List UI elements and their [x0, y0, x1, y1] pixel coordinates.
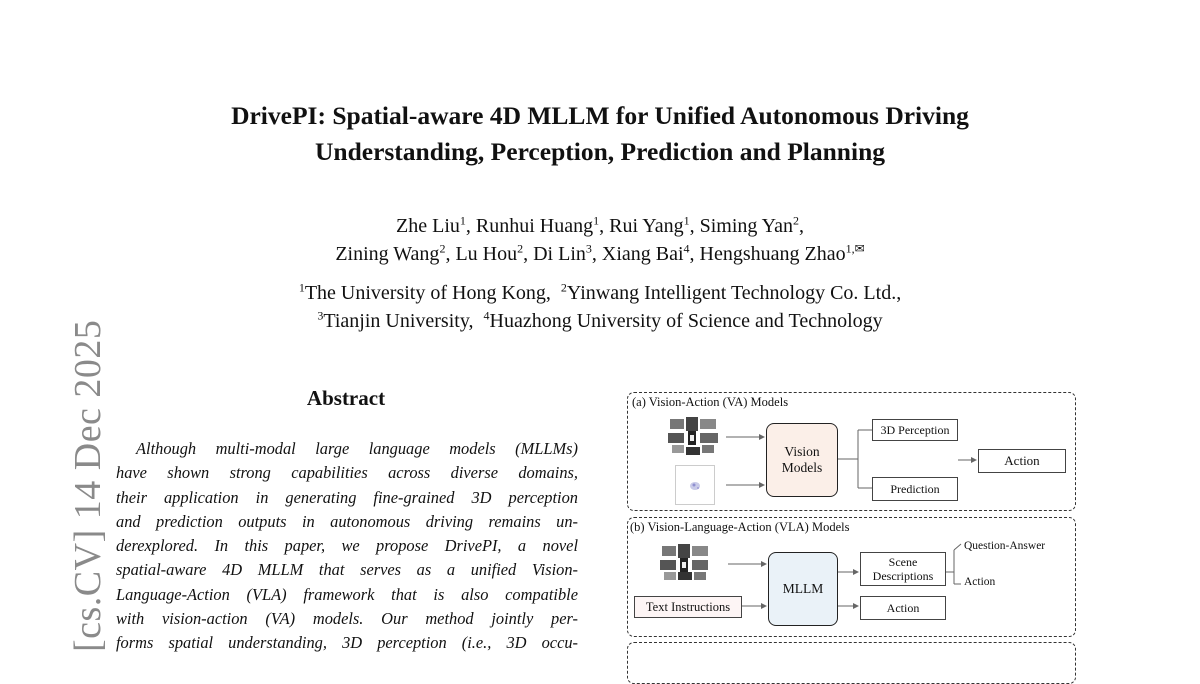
author-sup: 4 — [683, 241, 690, 256]
author-separator: , — [523, 243, 534, 265]
arxiv-label: [cs.CV] 14 Dec 2025 — [67, 319, 109, 652]
abstract-line: spatial-aware 4D MLLM that serves as a u… — [116, 560, 578, 580]
author: Di Lin3 — [533, 241, 592, 265]
author-line-1: Zhe Liu1, Runhui Huang1, Rui Yang1, Simi… — [180, 212, 1020, 240]
multi-view-camera-image — [668, 417, 718, 455]
author-name: Siming Yan — [699, 215, 793, 237]
author-name: Zhe Liu — [396, 215, 460, 237]
author-line-2: Zining Wang2, Lu Hou2, Di Lin3, Xiang Ba… — [180, 240, 1020, 268]
author-sup: 1 — [593, 213, 600, 228]
paper-title: DrivePI: Spatial-aware 4D MLLM for Unifi… — [150, 98, 1050, 170]
affiliation-sup: 4 — [483, 308, 490, 323]
abstract-line: their application in generating fine-gra… — [116, 487, 578, 507]
action-output-box: Action — [978, 449, 1066, 473]
author-name: Xiang Bai — [601, 243, 684, 265]
title-line-1: DrivePI: Spatial-aware 4D MLLM for Unifi… — [231, 101, 969, 130]
affiliation-list: 1The University of Hong Kong, 2Yinwang I… — [150, 279, 1050, 335]
affiliation-name: Yinwang Intelligent Technology Co. Ltd. — [566, 282, 897, 304]
abstract-line: and prediction outputs in autonomous dri… — [116, 511, 578, 531]
lidar-point-cloud-image — [675, 465, 715, 505]
author-separator: , — [591, 243, 602, 265]
affiliation-sup: 1 — [298, 280, 305, 295]
figure-panel-b: (b) Vision-Language-Action (VLA) Models … — [627, 517, 1076, 637]
affiliation-line-1: 1The University of Hong Kong, 2Yinwang I… — [150, 279, 1050, 307]
author-sup: 2 — [517, 241, 524, 256]
figure-panel-c — [627, 642, 1076, 684]
affiliation-separator: , — [896, 282, 902, 304]
author-sup: 1,✉ — [845, 241, 865, 256]
abstract-heading: Abstract — [306, 386, 386, 410]
author-name: Runhui Huang — [475, 215, 594, 237]
abstract-line: have shown strong capabilities across di… — [116, 463, 578, 483]
author: Zining Wang2 — [335, 241, 446, 265]
vision-models-box: Vision Models — [766, 423, 838, 497]
affiliation-line-2: 3Tianjin University, 4Huazhong Universit… — [150, 307, 1050, 335]
author: Xiang Bai4 — [601, 241, 690, 265]
author: Zhe Liu1 — [396, 213, 466, 237]
panel-b-branch-action-label: Action — [964, 576, 996, 588]
text-instructions-box: Text Instructions — [634, 596, 742, 618]
affiliation: 1The University of Hong Kong — [298, 280, 546, 304]
author-sup: 1 — [459, 213, 466, 228]
perception-output-box: 3D Perception — [872, 419, 958, 441]
affiliation-sup: 2 — [560, 280, 567, 295]
author: Rui Yang1 — [609, 213, 690, 237]
multi-view-camera-image — [660, 544, 708, 580]
abstract-line: Although multi-modal large language mode… — [136, 439, 578, 458]
author-name: Di Lin — [533, 243, 586, 265]
affiliation: 2Yinwang Intelligent Technology Co. Ltd. — [560, 280, 897, 304]
author-list: Zhe Liu1, Runhui Huang1, Rui Yang1, Simi… — [180, 212, 1020, 268]
panel-a-arrows — [726, 429, 977, 489]
affiliation: 3Tianjin University — [317, 308, 469, 332]
scene-descriptions-box: Scene Descriptions — [860, 552, 946, 586]
author-separator: , — [465, 215, 476, 237]
question-answer-label: Question-Answer — [964, 540, 1046, 552]
abstract-body: Although multi-modal large language mode… — [116, 437, 578, 656]
author-sup: 3 — [585, 241, 592, 256]
affiliation: 4Huazhong University of Science and Tech… — [483, 308, 883, 332]
author: Runhui Huang1 — [475, 213, 600, 237]
affiliation-name: The University of Hong Kong — [304, 282, 546, 304]
figure-panel-a: (a) Vision-Action (VA) Models Vision Mod… — [627, 392, 1076, 511]
panel-b-arrows — [728, 543, 962, 609]
author: Siming Yan2 — [699, 213, 799, 237]
panel-b-action-box: Action — [860, 596, 946, 620]
author-name: Hengshuang Zhao — [699, 243, 846, 265]
teaser-figure: (a) Vision-Action (VA) Models Vision Mod… — [620, 388, 1082, 684]
abstract-line: forms spatial understanding, 3D percepti… — [116, 633, 578, 653]
panel-b-label: (b) Vision-Language-Action (VLA) Models — [630, 520, 850, 534]
author-separator: , — [798, 215, 804, 237]
arxiv-sidebar: [cs.CV] 14 Dec 2025 — [18, 320, 109, 652]
author-separator: , — [599, 215, 610, 237]
affiliation-sup: 3 — [317, 308, 324, 323]
author-separator: , — [445, 243, 456, 265]
author-sup: 1 — [683, 213, 690, 228]
abstract-line: derexplored. In this paper, we propose D… — [116, 536, 578, 556]
affiliation-separator: , — [468, 310, 484, 332]
prediction-output-box: Prediction — [872, 477, 958, 501]
panel-a-label: (a) Vision-Action (VA) Models — [632, 395, 789, 409]
affiliation-name: Tianjin University — [323, 310, 469, 332]
author: Hengshuang Zhao1,✉ — [699, 241, 865, 265]
author-sup: 2 — [792, 213, 799, 228]
mllm-box: MLLM — [768, 552, 838, 626]
author-separator: , — [689, 215, 700, 237]
author-separator: , — [689, 243, 700, 265]
author: Lu Hou2 — [455, 241, 524, 265]
author-name: Zining Wang — [335, 243, 440, 265]
abstract-line: with vision-action (VA) models. Our meth… — [116, 609, 578, 629]
author-name: Rui Yang — [609, 215, 684, 237]
abstract-line: Language-Action (VLA) framework that is … — [116, 584, 578, 604]
author-sup: 2 — [439, 241, 446, 256]
affiliation-name: Huazhong University of Science and Techn… — [489, 310, 883, 332]
affiliation-separator: , — [545, 282, 561, 304]
title-line-2: Understanding, Perception, Prediction an… — [314, 137, 886, 166]
author-name: Lu Hou — [455, 243, 518, 265]
